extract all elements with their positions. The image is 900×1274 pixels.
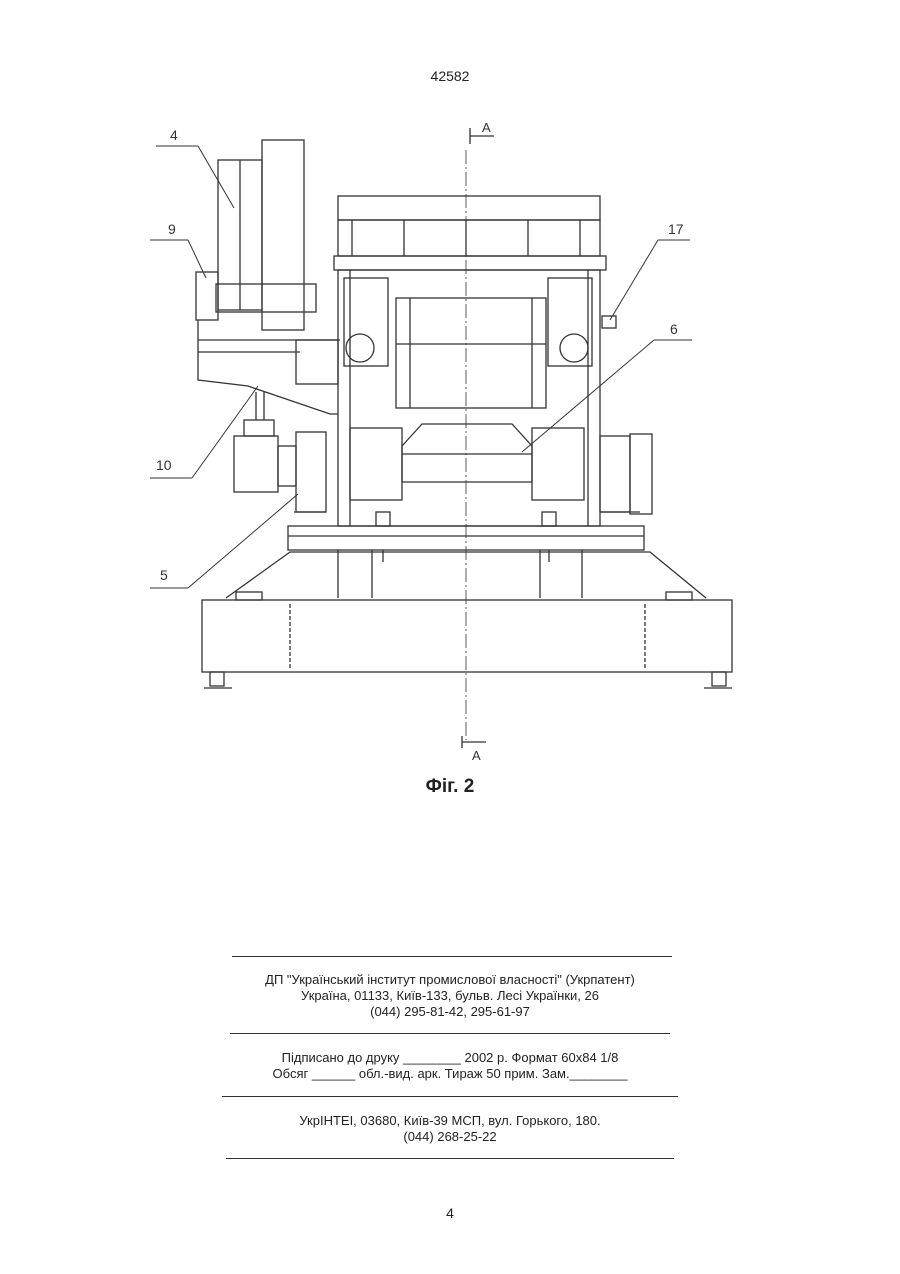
divider [222,1096,678,1097]
roller-stand [334,196,616,526]
section-marker-top-label: A [482,120,491,135]
divider [232,956,672,957]
print-info-line-2: Обсяг ______ обл.-вид. арк. Тираж 50 при… [0,1066,900,1082]
callout-leaders [150,146,692,588]
imprint-print-info: Підписано до друку ________ 2002 р. Форм… [0,1050,900,1082]
callout-6: 6 [670,321,678,337]
divider [226,1158,674,1159]
print-info-line-1: Підписано до друку ________ 2002 р. Форм… [0,1050,900,1066]
roll-shaft [294,424,652,514]
section-marker-bottom: A [462,736,486,763]
callout-17: 17 [668,221,684,237]
section-marker-bottom-label: A [472,748,481,763]
callout-5: 5 [160,567,168,583]
callout-4: 4 [170,127,178,143]
section-marker-top: A [470,120,494,144]
imprint-publisher: ДП "Український інститут промислової вла… [0,972,900,1020]
callout-9: 9 [168,221,176,237]
drive-assembly [196,140,340,492]
publisher-line-1: ДП "Український інститут промислової вла… [0,972,900,988]
printer-line-1: УкрІНТЕІ, 03680, Київ-39 МСП, вул. Горьк… [0,1113,900,1129]
imprint-printer: УкрІНТЕІ, 03680, Київ-39 МСП, вул. Горьк… [0,1113,900,1145]
technical-drawing: A [0,110,900,770]
publisher-line-2: Україна, 01133, Київ-133, бульв. Лесі Ук… [0,988,900,1004]
printer-line-2: (044) 268-25-22 [0,1129,900,1145]
callout-10: 10 [156,457,172,473]
page-number: 4 [0,1205,900,1221]
divider [230,1033,670,1034]
base-frame [202,552,732,688]
figure-caption: Фіг. 2 [0,776,900,798]
document-number: 42582 [0,68,900,84]
publisher-line-3: (044) 295-81-42, 295-61-97 [0,1004,900,1020]
